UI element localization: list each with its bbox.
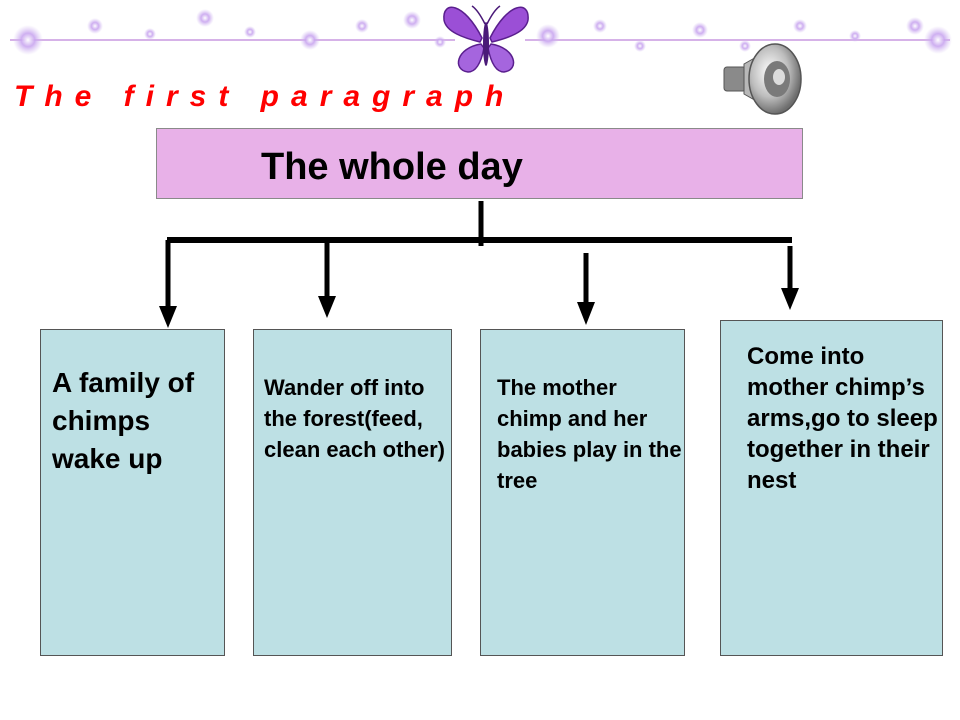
butterfly-icon [443,5,529,73]
step-box-1: A family of chimps wake up [40,329,225,656]
step-box-4: Come into mother chimp’s arms,go to slee… [720,320,943,656]
arrow-4 [781,246,799,310]
step-box-4-text: Come into mother chimp’s arms,go to slee… [747,343,938,494]
arrow-3 [577,253,595,325]
step-box-3: The mother chimp and her babies play in … [480,329,685,656]
step-box-1-text: A family of chimps wake up [52,367,195,474]
step-box-3-text: The mother chimp and her babies play in … [497,375,682,493]
step-box-2-text: Wander off into the forest(feed, clean e… [264,375,445,462]
speaker-icon [723,43,802,115]
diagram-title: The whole day [261,146,523,188]
title-box: The whole day [156,128,803,199]
arrow-1 [159,240,177,328]
sparkle-line [10,9,952,55]
decorative-header [10,5,952,115]
step-box-2: Wander off into the forest(feed, clean e… [253,329,452,656]
section-heading: The first paragraph [14,80,516,113]
arrow-2 [318,240,336,318]
